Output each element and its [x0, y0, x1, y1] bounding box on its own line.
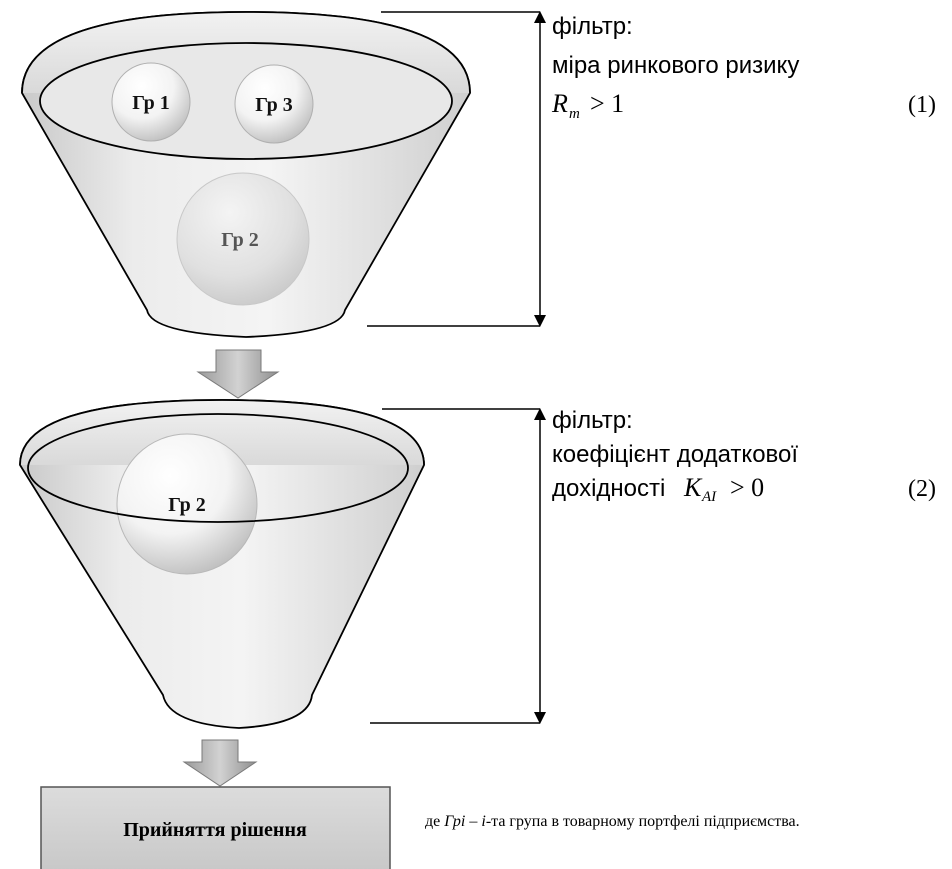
formula-1-sub: m — [569, 106, 580, 122]
filter-2-formula: K AI > 0 — [683, 473, 764, 505]
formula-1-rest: > 1 — [590, 89, 624, 118]
note-dash: – — [465, 813, 481, 830]
note-prefix: де — [425, 813, 444, 830]
ball-gr2-filtered-label: Гр 2 — [221, 229, 259, 251]
filter-2-description-line1: коефіцієнт додаткової — [552, 441, 798, 468]
filter-1-bracket — [367, 10, 546, 327]
filter-2-description-line2: дохідності — [552, 475, 665, 502]
formula-2-rest: > 0 — [730, 473, 764, 502]
ball-gr3: Гр 3 — [234, 64, 314, 144]
formula-2-sub: AI — [701, 489, 717, 505]
equation-number-2: (2) — [908, 476, 936, 502]
filter-2-bracket — [370, 408, 546, 724]
note-index: і — [481, 813, 485, 830]
filter-1-formula: R m > 1 — [551, 89, 624, 122]
filter-1-description: міра ринкового ризику — [552, 52, 799, 79]
decision-label: Прийняття рішення — [123, 819, 307, 841]
funnel-2-inner-rim — [27, 413, 409, 523]
filter-1-title: фільтр: — [552, 13, 633, 40]
ball-gr2 — [116, 433, 258, 575]
ball-gr1-label: Гр 1 — [132, 92, 170, 114]
note-rest: -та група в товарному портфелі підприємс… — [486, 813, 800, 830]
filter-2-title: фільтр: — [552, 407, 633, 434]
formula-1-var: R — [551, 89, 568, 118]
ball-gr1: Гр 1 — [111, 62, 191, 142]
decision-box: Прийняття рішення — [40, 786, 391, 869]
formula-2-var: K — [683, 473, 703, 502]
note-term: Грі — [443, 813, 465, 830]
down-arrow-1 — [196, 349, 280, 399]
legend-note: де Грі – і-та група в товарному портфелі… — [425, 813, 800, 830]
ball-gr2-label: Гр 2 — [168, 494, 206, 516]
ball-gr2-filtered: Гр 2 — [176, 172, 310, 306]
ball-gr3-label: Гр 3 — [255, 94, 293, 116]
down-arrow-2 — [182, 739, 258, 787]
equation-number-1: (1) — [908, 92, 936, 118]
